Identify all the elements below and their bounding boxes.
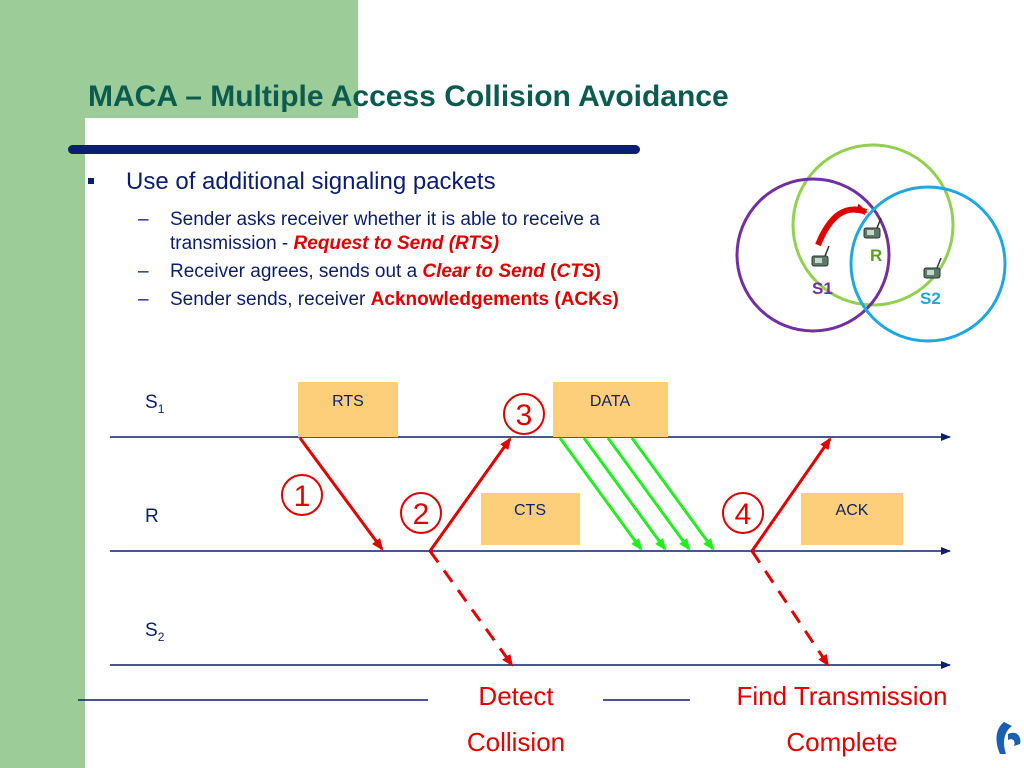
dash-icon: – xyxy=(138,261,149,282)
decorative-header-block xyxy=(85,0,358,118)
sub-bullet-ack: – Sender sends, receiver Acknowledgement… xyxy=(88,288,619,312)
s2-device-icon xyxy=(923,257,942,279)
university-logo-icon xyxy=(996,722,1021,754)
row-label-s2-sub: 2 xyxy=(158,630,165,644)
row-label-s1: S1 xyxy=(145,392,165,416)
rts-highlight: Request to Send (RTS) xyxy=(293,233,500,254)
sub-bullet-ack-prefix: Sender sends, receiver xyxy=(170,289,371,310)
row-label-s2: S2 xyxy=(145,620,165,644)
signals xyxy=(298,437,832,667)
step-1-circle xyxy=(281,474,323,516)
cts-highlight-italic: Clear to Send xyxy=(422,261,545,282)
r-range-circle xyxy=(791,143,955,307)
rts-signal-arrow xyxy=(298,437,384,551)
step-2-number: 2 xyxy=(413,498,430,531)
bullet-square-icon xyxy=(88,178,94,184)
row-label-s1-sub: 1 xyxy=(158,402,165,416)
step-markers: 1 2 3 4 xyxy=(281,393,764,534)
cts-highlight: CTS xyxy=(556,261,595,282)
bullet-list: Use of additional signaling packets – Se… xyxy=(88,166,619,312)
ack-packet xyxy=(801,493,903,545)
row-label-s1-name: S xyxy=(145,392,158,413)
sub-bullet-rts-prefix: transmission - xyxy=(170,233,294,254)
cts-packet-label: CTS xyxy=(514,502,546,519)
s1-device-icon xyxy=(811,245,830,267)
decorative-sidebar xyxy=(0,0,85,768)
dash-icon: – xyxy=(138,209,149,230)
rts-packet xyxy=(298,382,398,437)
ack-to-s2-dashed-arrow xyxy=(750,550,830,667)
cts-packet xyxy=(481,493,580,545)
topology: S1 R S2 xyxy=(735,143,1007,343)
data-signal-arrow-3 xyxy=(606,437,691,551)
cts-signal-arrow xyxy=(428,437,512,552)
r-device-icon xyxy=(863,217,882,239)
ack-packet-label: ACK xyxy=(836,502,869,519)
step-3-circle xyxy=(503,393,545,435)
sub-bullet-cts: – Receiver agrees, sends out a Clear to … xyxy=(88,260,619,284)
data-signal-arrow-4 xyxy=(630,437,715,551)
cts-paren-open: ( xyxy=(544,261,557,282)
data-packet xyxy=(553,382,668,437)
step-4-circle xyxy=(722,492,764,534)
r-label: R xyxy=(870,246,882,265)
slide-title: MACA – Multiple Access Collision Avoidan… xyxy=(88,80,729,113)
s1-label: S1 xyxy=(812,279,833,298)
s1-to-r-arrow xyxy=(815,203,868,247)
sub-bullet-rts: – Sender asks receiver whether it is abl… xyxy=(88,208,619,256)
rts-packet-label: RTS xyxy=(332,393,364,410)
s2-label: S2 xyxy=(920,289,941,308)
data-signal-arrow-1 xyxy=(558,437,643,551)
step-1-number: 1 xyxy=(294,480,311,513)
caption-detect: Detect xyxy=(478,681,554,711)
sub-bullet-rts-line2: transmission - Request to Send (RTS) xyxy=(170,232,619,256)
step-4-number: 4 xyxy=(735,498,752,531)
s2-range-circle xyxy=(849,185,1007,343)
timeline-axes xyxy=(110,433,951,669)
dash-icon: – xyxy=(138,289,149,310)
step-2-circle xyxy=(400,492,442,534)
ack-signal-arrow xyxy=(750,437,832,552)
caption-complete: Complete xyxy=(786,727,897,757)
row-label-r: R xyxy=(145,506,159,527)
data-signal-arrow-2 xyxy=(582,437,667,551)
bullet-main: Use of additional signaling packets xyxy=(88,166,619,198)
bullet-main-text: Use of additional signaling packets xyxy=(126,168,496,195)
ack-highlight: Acknowledgements (ACKs) xyxy=(370,289,619,310)
sub-bullet-rts-line1: Sender asks receiver whether it is able … xyxy=(170,209,600,230)
cts-to-s2-dashed-arrow xyxy=(428,550,514,667)
packets: RTS DATA CTS ACK xyxy=(298,382,903,545)
sub-bullet-cts-prefix: Receiver agrees, sends out a xyxy=(170,261,423,282)
data-packet-label: DATA xyxy=(590,393,631,410)
step-3-number: 3 xyxy=(516,399,533,432)
caption-find-transmission: Find Transmission xyxy=(737,681,948,711)
caption-collision: Collision xyxy=(467,727,565,757)
cts-paren-close: ) xyxy=(594,261,601,282)
title-underline xyxy=(68,145,640,154)
row-label-s2-name: S xyxy=(145,620,158,641)
s1-range-circle xyxy=(735,177,891,333)
